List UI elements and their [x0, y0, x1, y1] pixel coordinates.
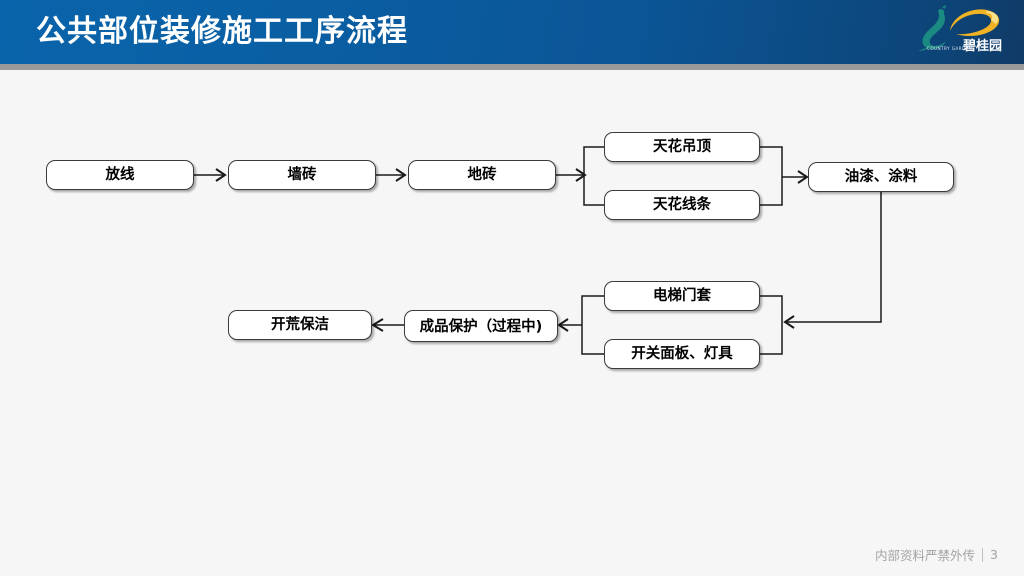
flow-node-youqi-tuliao[interactable]: 油漆、涂料	[808, 162, 954, 192]
flow-node-chengpin-baohu-label: 成品保护（过程中)	[419, 319, 543, 335]
bracket-right-top-upper	[760, 146, 783, 177]
connector-youqi-down-to-row2	[786, 192, 882, 323]
country-garden-logo: 碧桂园 COUNTRY GARDEN	[918, 5, 1002, 54]
bracket-right-bottom-upper	[760, 295, 783, 322]
bracket-right-top-lower	[760, 177, 783, 206]
flowchart-connectors	[194, 146, 882, 355]
bracket-left-bottom-upper	[581, 295, 604, 325]
logo-peacock-crest	[942, 5, 946, 9]
footer-divider	[982, 547, 984, 562]
logo-peacock-tail	[918, 45, 931, 51]
logo-swoosh-highlight	[986, 11, 999, 24]
flow-node-fangxian[interactable]: 放线	[46, 160, 194, 190]
arrowhead-to-youqi	[797, 170, 809, 184]
footer-page-number: 3	[990, 547, 998, 562]
arrowhead-to-qiangzhuan	[215, 168, 227, 182]
bracket-right-bottom-lower	[760, 322, 783, 355]
bracket-left-top-lower	[583, 175, 604, 206]
arrowhead-to-row2-bracket	[783, 315, 795, 329]
logo-swoosh	[950, 9, 1000, 37]
flow-node-tianhua-diaoding[interactable]: 天花吊顶	[604, 132, 760, 162]
footer-notice: 内部资料严禁外传	[875, 548, 976, 563]
logo-peacock-head	[938, 9, 945, 16]
flow-node-kaihuang-baojie[interactable]: 开荒保洁	[228, 310, 372, 340]
arrowhead-to-kaihuang	[371, 318, 384, 332]
flow-node-dizhuan[interactable]: 地砖	[408, 160, 556, 190]
bracket-left-top-upper	[583, 146, 604, 175]
header-underline	[0, 64, 1024, 70]
arrowhead-to-chengpin	[557, 318, 569, 332]
arrowhead-to-dizhuan	[395, 168, 407, 182]
slide-header-bar	[0, 0, 1024, 64]
logo-brand-text: 碧桂园	[962, 38, 1002, 54]
page-title: 公共部位装修施工工序流程	[36, 14, 408, 49]
logo-sub-text: COUNTRY GARDEN	[927, 46, 972, 51]
flow-node-chengpin-baohu[interactable]: 成品保护（过程中)	[404, 310, 558, 342]
flow-node-tianhua-xiantiao[interactable]: 天花线条	[604, 190, 760, 220]
flow-node-qiangzhuan[interactable]: 墙砖	[228, 160, 376, 190]
flowchart-canvas: 放线 墙砖 地砖 天花吊顶 天花线条 油漆、涂料 电梯门套 开关面板、灯具 成品…	[0, 70, 1024, 525]
arrowhead-to-bracket-top	[575, 168, 587, 182]
slide-footer: 内部资料严禁外传 3	[875, 545, 998, 564]
logo-peacock-body	[922, 11, 946, 49]
bracket-left-bottom-lower	[581, 325, 604, 355]
flow-node-kaiguan-mianban-dengju[interactable]: 开关面板、灯具	[604, 339, 760, 369]
flow-node-dianti-mentao[interactable]: 电梯门套	[604, 281, 760, 311]
